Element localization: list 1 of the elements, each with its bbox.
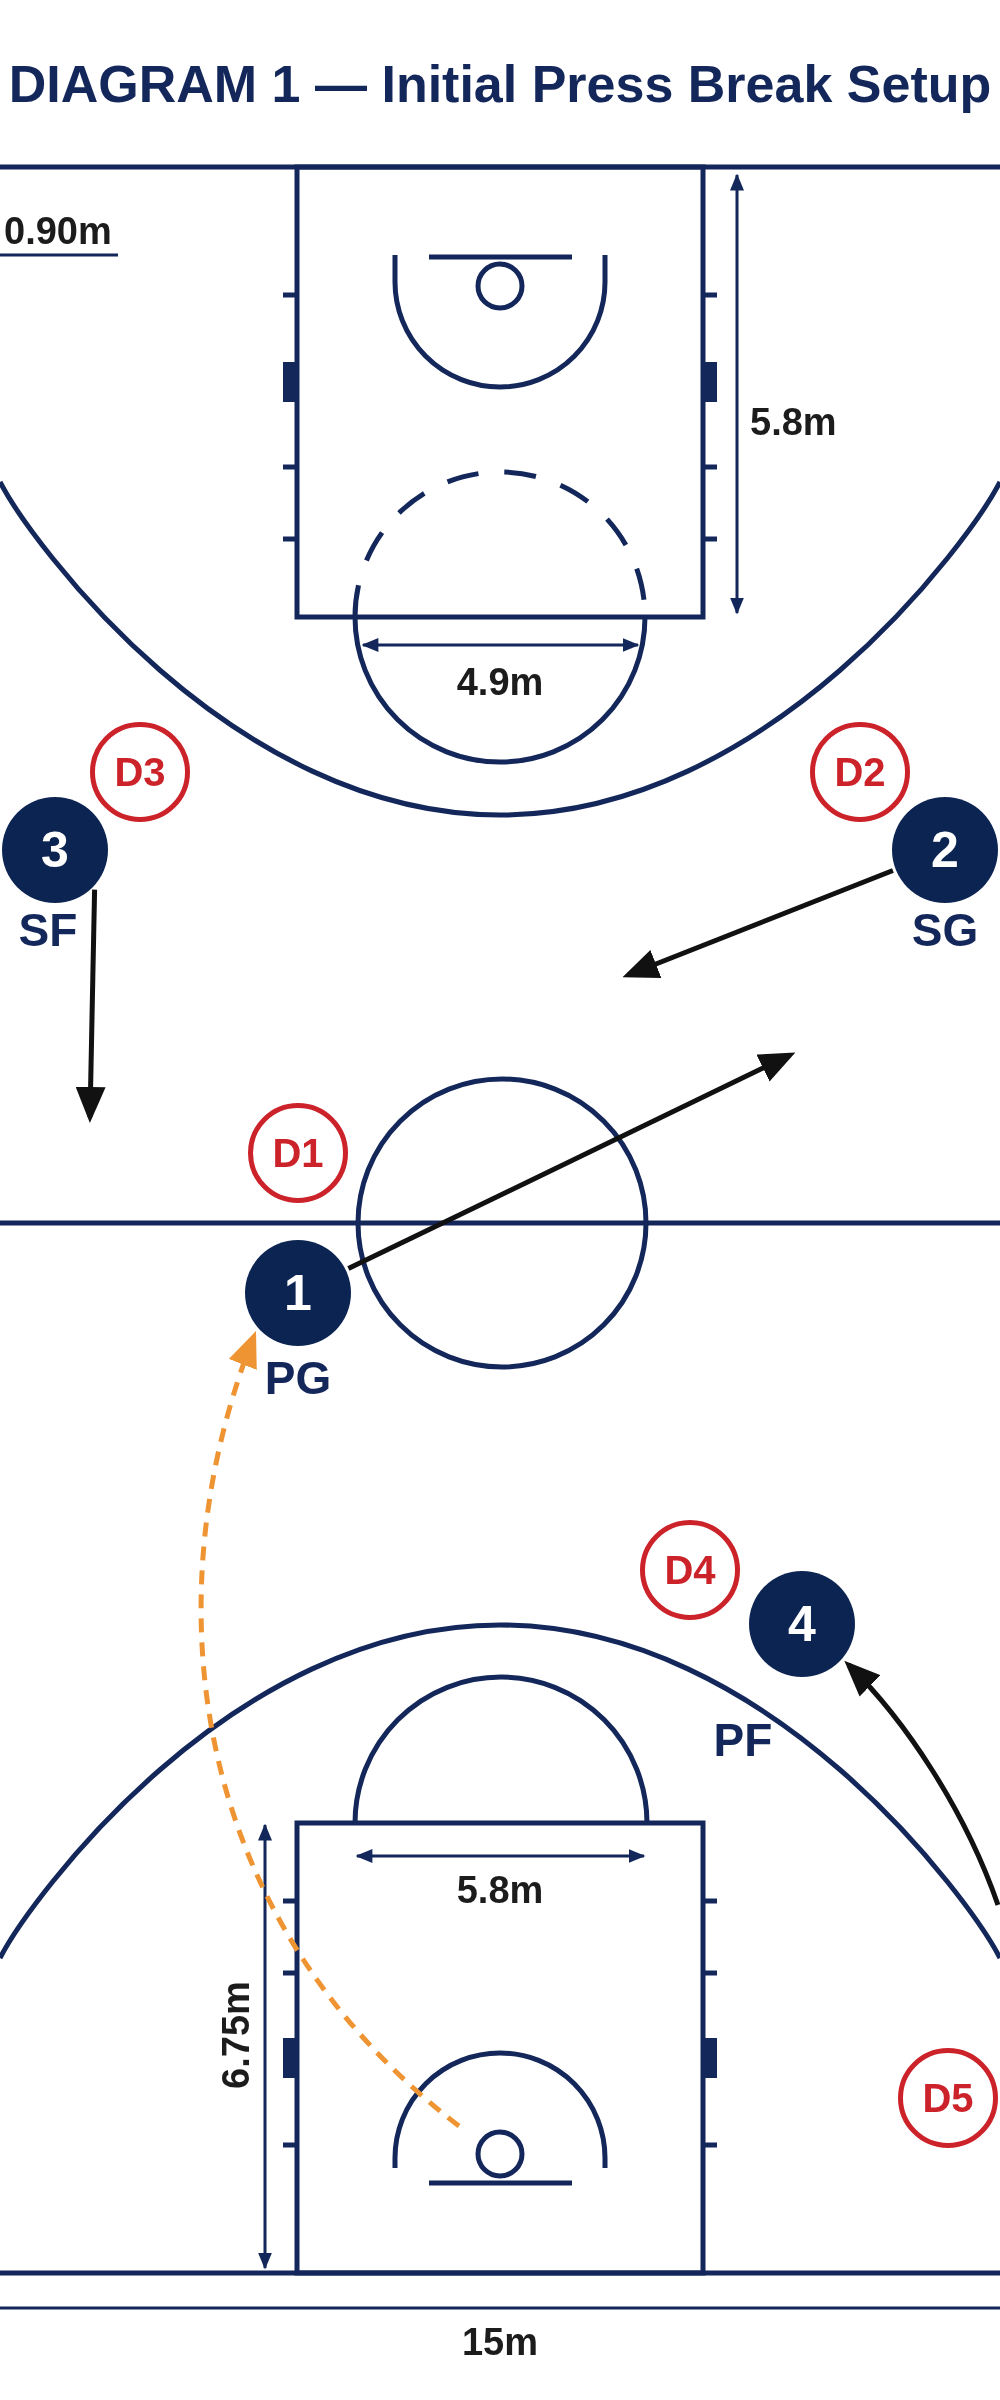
dimension-label: 15m: [461, 2323, 539, 2361]
